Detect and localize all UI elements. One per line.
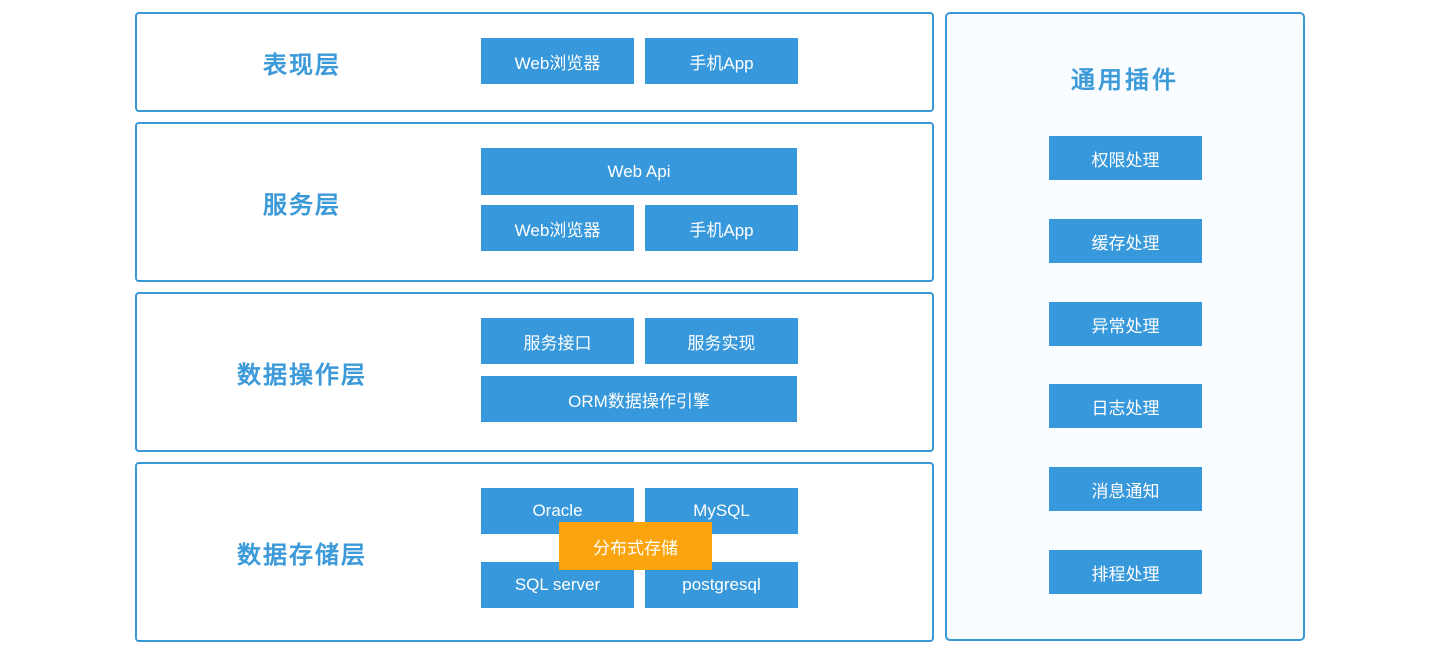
layer-row-presentation: 表现层 Web浏览器 手机App <box>135 12 934 112</box>
plugin-cache[interactable]: 缓存处理 <box>1049 219 1202 263</box>
layer-label-data-storage: 数据存储层 <box>237 541 367 569</box>
plugin-exception[interactable]: 异常处理 <box>1049 302 1202 346</box>
node-web-browser[interactable]: Web浏览器 <box>481 205 634 251</box>
node-web-browser[interactable]: Web浏览器 <box>481 38 634 84</box>
plugin-permission[interactable]: 权限处理 <box>1049 136 1202 180</box>
layer-label-data-operation: 数据操作层 <box>237 361 367 389</box>
node-web-api[interactable]: Web Api <box>481 148 797 195</box>
node-sql-server[interactable]: SQL server <box>481 562 634 608</box>
node-postgresql[interactable]: postgresql <box>645 562 798 608</box>
layer-row-service: 服务层 Web Api Web浏览器 手机App <box>135 122 934 282</box>
node-service-implementation[interactable]: 服务实现 <box>645 318 798 364</box>
layer-row-data-operation: 数据操作层 服务接口 服务实现 ORM数据操作引擎 <box>135 292 934 452</box>
plugins-panel: 通用插件 权限处理 缓存处理 异常处理 日志处理 消息通知 排程处理 <box>945 12 1305 641</box>
plugin-schedule[interactable]: 排程处理 <box>1049 550 1202 594</box>
node-oracle[interactable]: Oracle <box>481 488 634 534</box>
plugin-notification[interactable]: 消息通知 <box>1049 467 1202 511</box>
plugins-panel-title: 通用插件 <box>1071 67 1179 94</box>
layer-label-service: 服务层 <box>263 191 341 219</box>
node-mobile-app[interactable]: 手机App <box>645 205 798 251</box>
node-mobile-app[interactable]: 手机App <box>645 38 798 84</box>
layer-label-presentation: 表现层 <box>263 51 341 79</box>
node-service-interface[interactable]: 服务接口 <box>481 318 634 364</box>
plugin-log[interactable]: 日志处理 <box>1049 384 1202 428</box>
node-distributed-storage[interactable]: 分布式存储 <box>559 522 712 570</box>
layer-row-data-storage: 数据存储层 Oracle MySQL SQL server postgresql… <box>135 462 934 642</box>
node-orm-engine[interactable]: ORM数据操作引擎 <box>481 376 797 422</box>
